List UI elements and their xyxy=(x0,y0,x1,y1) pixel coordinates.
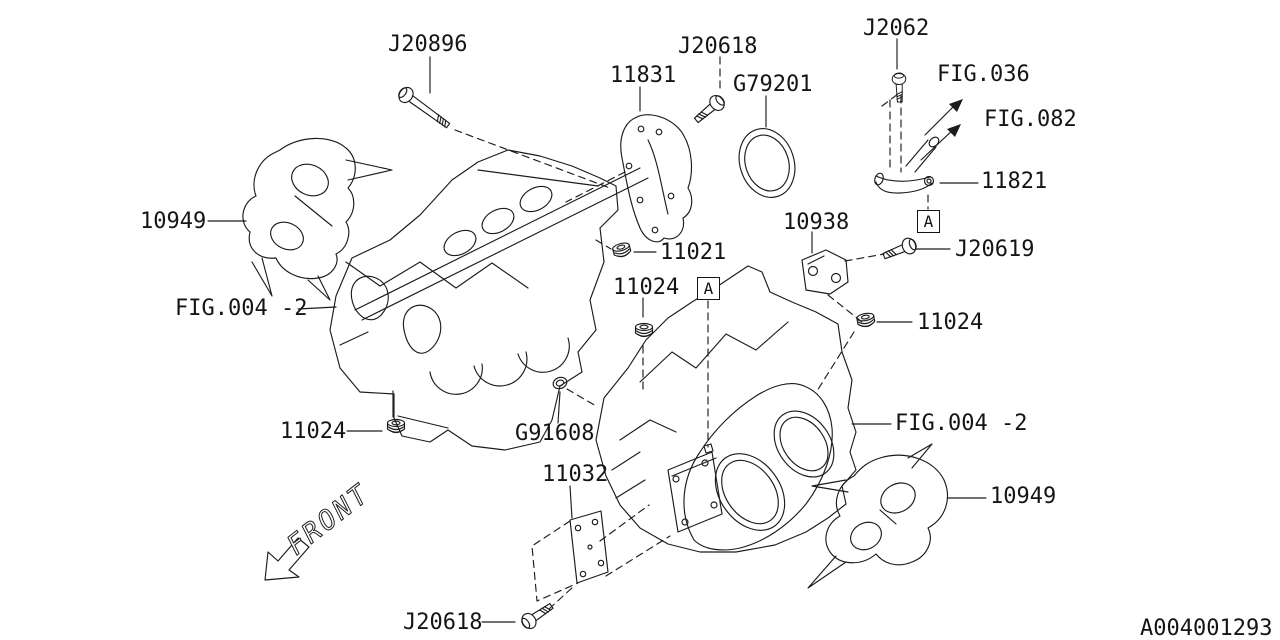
part-label-11024-right: 11024 xyxy=(917,310,984,335)
part-label-10949-right: 10949 xyxy=(990,484,1057,509)
part-label-j20618-bottom: J20618 xyxy=(403,610,483,635)
callout-letter: A xyxy=(703,279,714,298)
part-label-11821: 11821 xyxy=(981,169,1048,194)
callout-box-a-left: A xyxy=(697,277,720,300)
plug-icon-11024-left xyxy=(634,322,654,338)
part-label-10938: 10938 xyxy=(783,210,850,235)
part-label-10949-left: 10949 xyxy=(140,209,207,234)
backing-plate-11831 xyxy=(620,114,693,243)
part-label-11032: 11032 xyxy=(542,462,609,487)
plate-11032 xyxy=(531,510,609,602)
leader-lines xyxy=(207,38,987,623)
bolt-icon-j20619 xyxy=(880,235,920,265)
washer-icon-g91608 xyxy=(552,376,568,390)
drawing-number: A004001293 xyxy=(1140,616,1273,640)
plug-icon-11021 xyxy=(611,240,633,260)
bolt-icon-j20618-bottom xyxy=(518,598,557,633)
figure-ref-fig004-left: FIG.004 -2 xyxy=(175,296,308,321)
front-direction-indicator: FRONT xyxy=(264,477,377,581)
front-arrow-icon xyxy=(264,537,310,581)
part-label-11024-left: 11024 xyxy=(613,275,680,300)
part-label-11831: 11831 xyxy=(610,63,677,88)
assembly-dashed-lines xyxy=(454,56,929,610)
cylinder-block-left-half xyxy=(329,149,649,451)
figure-ref-fig082: FIG.082 xyxy=(984,107,1077,132)
part-label-11021: 11021 xyxy=(660,240,727,265)
bolt-icon-j20618-top xyxy=(690,91,729,128)
plug-icon-11024-bottom xyxy=(386,418,406,434)
callout-box-a-top: A xyxy=(917,210,940,233)
water-pipe-11821 xyxy=(874,93,940,194)
part-label-j20618-top: J20618 xyxy=(678,34,758,59)
figure-ref-fig036: FIG.036 xyxy=(937,62,1030,87)
part-label-g91608: G91608 xyxy=(515,421,595,446)
part-label-j20619: J20619 xyxy=(955,237,1035,262)
callout-target-hole xyxy=(703,443,714,454)
figure-ref-fig004-right: FIG.004 -2 xyxy=(895,411,1028,436)
water-pipe-left xyxy=(242,137,393,301)
bracket-10938 xyxy=(801,249,849,295)
part-label-j2062: J2062 xyxy=(863,16,930,41)
part-label-g79201: G79201 xyxy=(733,72,813,97)
callout-letter: A xyxy=(923,212,934,231)
bolt-icon-j2062 xyxy=(891,72,908,103)
bolt-icon-j20896 xyxy=(395,83,454,133)
oil-seal-g79201 xyxy=(738,128,796,198)
front-label: FRONT xyxy=(281,478,376,562)
part-label-j20896: J20896 xyxy=(388,32,468,57)
part-label-11024-bottom: 11024 xyxy=(280,419,347,444)
water-pipe-right xyxy=(807,443,948,589)
cylinder-block-right-half xyxy=(595,265,857,553)
